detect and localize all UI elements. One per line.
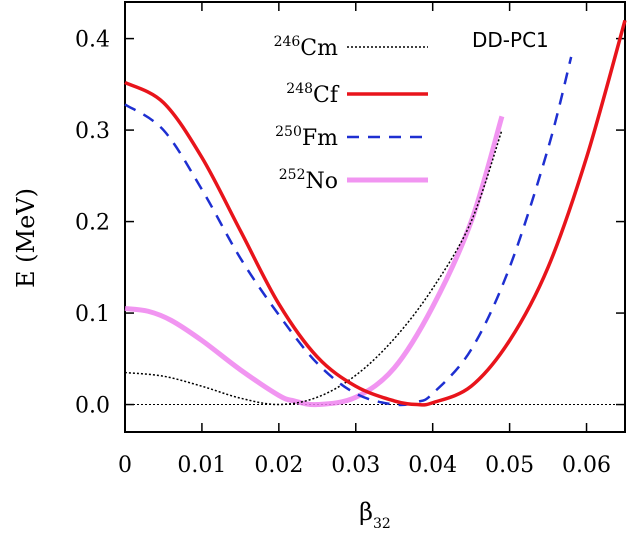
x-tick-label: 0.06 — [562, 453, 611, 478]
series-lines — [124, 19, 627, 408]
y-tick-label: 0.3 — [75, 119, 110, 144]
y-tick-label: 0.1 — [75, 302, 110, 327]
y-tick-label: 0.0 — [75, 394, 110, 419]
series-line-no — [124, 115, 505, 408]
legend: 246Cm 248Cf 250Fm 252No — [274, 34, 428, 194]
x-axis-title-sub: 32 — [373, 516, 391, 532]
series-line-cf — [124, 19, 627, 407]
legend-label-no: 252No — [279, 167, 338, 194]
legend-element: Cm — [300, 36, 338, 61]
legend-mass-number: 248 — [286, 81, 313, 97]
legend-mass-number: 250 — [275, 124, 302, 140]
legend-mass-number: 246 — [274, 34, 301, 50]
legend-label-fm: 250Fm — [275, 124, 338, 151]
legend-label-cm: 246Cm — [274, 34, 339, 61]
x-tick-label: 0.04 — [408, 453, 457, 478]
y-tick-label: 0.4 — [75, 28, 110, 53]
y-axis-title: E (MeV) — [12, 188, 40, 288]
x-axis-title: β32 — [359, 498, 391, 532]
legend-element: No — [306, 169, 339, 194]
x-tick-label: 0.02 — [254, 453, 303, 478]
tick-labels: 0 0.01 0.02 0.03 0.04 0.05 0.06 0.0 0.1 0.2 0.3 0.4 — [75, 28, 611, 478]
x-axis-title-main: β — [359, 498, 373, 526]
series-line-fm — [124, 56, 573, 407]
model-annotation: DD-PC1 — [472, 28, 549, 52]
series-line-cm — [124, 129, 503, 406]
legend-mass-number: 252 — [279, 167, 306, 183]
legend-element: Fm — [302, 126, 338, 151]
plot-frame — [124, 1, 626, 433]
x-tick-label: 0.05 — [485, 453, 534, 478]
legend-label-cf: 248Cf — [286, 81, 340, 108]
legend-element: Cf — [313, 83, 340, 108]
x-tick-label: 0 — [118, 453, 132, 478]
x-tick-label: 0.03 — [331, 453, 380, 478]
x-tick-label: 0.01 — [177, 453, 226, 478]
y-tick-label: 0.2 — [75, 211, 110, 236]
ticks — [124, 2, 625, 432]
